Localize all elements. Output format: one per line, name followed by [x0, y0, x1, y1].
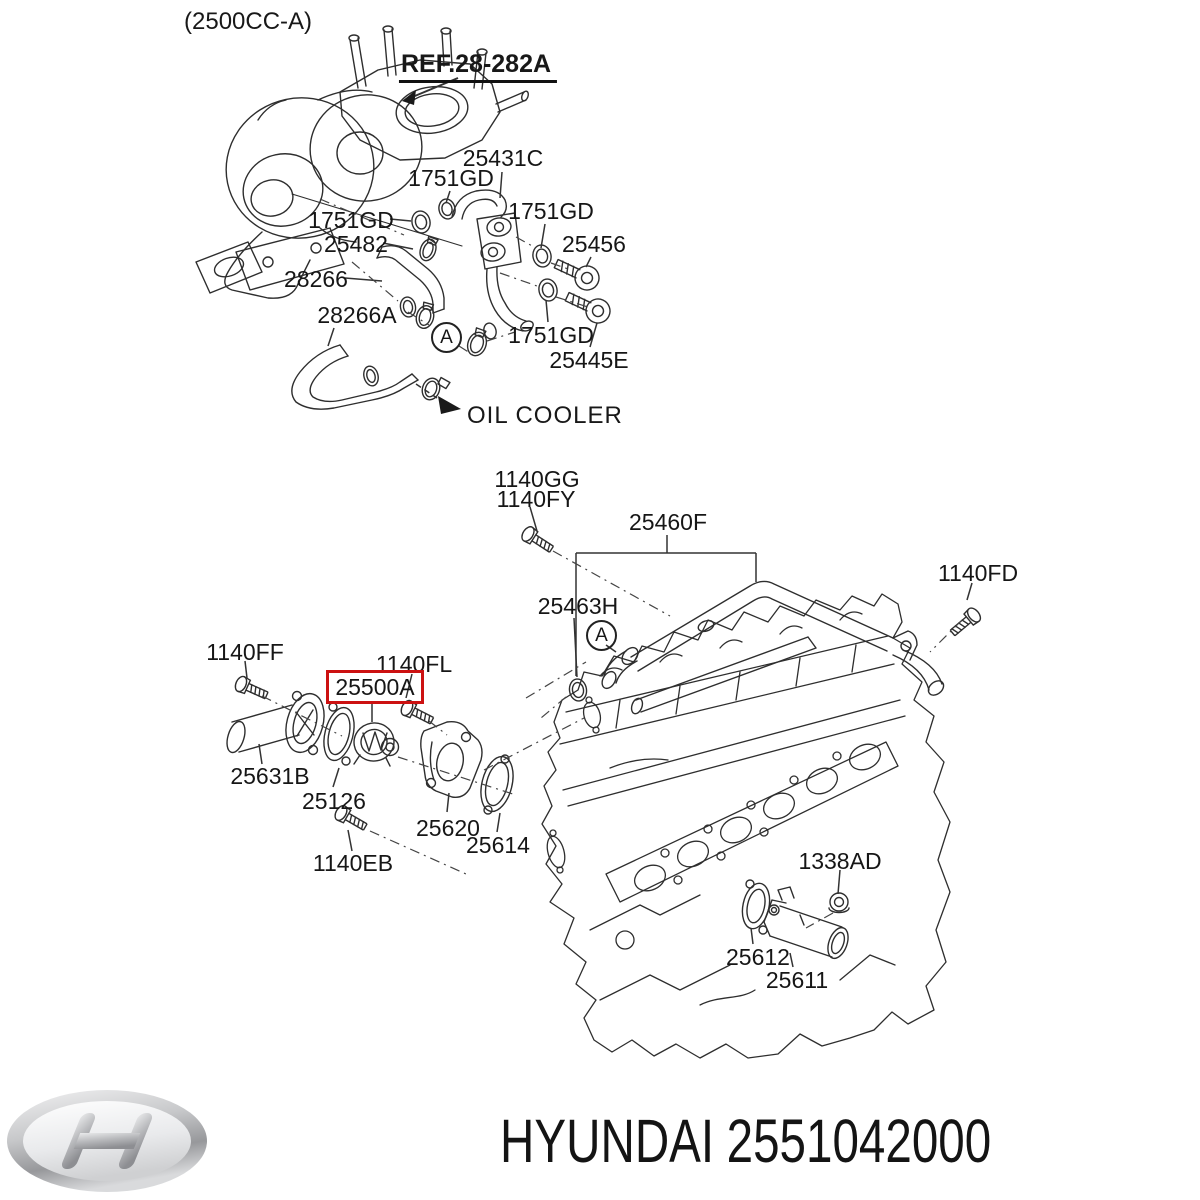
hyundai-logo: [7, 1090, 207, 1192]
detail-marker-a-top: A: [431, 322, 462, 353]
part-number: 2551042000: [726, 1107, 992, 1175]
part-label-25482: 25482: [324, 231, 388, 257]
part-label-25431c: 25431C: [462, 145, 544, 171]
part-label-25126: 25126: [302, 788, 366, 814]
highlighted-part-box: 25500A: [326, 670, 424, 704]
washer-1751gd-drawings: [411, 198, 558, 302]
part-label-25456: 25456: [562, 231, 626, 257]
part-label-28266: 28266: [284, 266, 348, 292]
part-label-1140eb: 1140EB: [312, 850, 394, 876]
bolt-25445e-drawing: [564, 291, 611, 324]
part-label-1140fy: 1140FY: [496, 486, 576, 512]
turbo-assembly-drawing: [195, 25, 529, 299]
part-label-25500a: 25500A: [335, 673, 415, 700]
part-label-25620: 25620: [416, 815, 480, 841]
clamp-drawing-2: [466, 327, 488, 357]
part-label-28266a: 28266A: [317, 302, 397, 328]
footer-caption: HYUNDAI 2551042000: [500, 1106, 991, 1176]
cooling-pipe-drawing: [568, 580, 945, 715]
oil-cooler-label: OIL COOLER: [467, 402, 623, 429]
clamp-drawing: [415, 301, 435, 330]
water-tube-drawing: [741, 879, 850, 960]
part-label-1751gd-b: 1751GD: [508, 198, 594, 224]
bolt-25456-drawing: [553, 258, 600, 291]
part-label-1751gd-c: 1751GD: [508, 322, 594, 348]
part-label-25614: 25614: [466, 832, 530, 858]
detail-marker-a-bottom: A: [586, 620, 617, 651]
engine-variant-label: (2500CC-A): [184, 8, 313, 35]
arrowheads: [402, 90, 461, 414]
part-label-1338ad: 1338AD: [798, 848, 882, 874]
part-label-25612: 25612: [726, 944, 790, 970]
clamp-25482-drawing: [419, 235, 439, 262]
part-label-1140gg: 1140GG: [494, 466, 580, 492]
part-label-25445e: 25445E: [549, 347, 629, 373]
part-label-25460f: 25460F: [628, 509, 708, 535]
engine-drawing: [541, 593, 951, 1059]
nut-1338ad-drawing: [828, 892, 850, 914]
thermostat-group-drawing: [226, 690, 514, 815]
part-label-25611: 25611: [765, 967, 829, 993]
part-label-1751gd-a: 1751GD: [408, 165, 494, 191]
brand-name: HYUNDAI: [500, 1107, 715, 1175]
ref-callout-label: REF.28-282A: [398, 50, 558, 83]
part-label-25631b: 25631B: [230, 763, 310, 789]
turbo-pipes-drawing: [291, 189, 611, 410]
part-label-25463h: 25463H: [537, 593, 619, 619]
clamp-drawing-3: [421, 376, 451, 401]
part-label-1140fd: 1140FD: [937, 560, 1019, 586]
thermostat-25500a-drawing: [353, 722, 400, 767]
part-label-1140ff: 1140FF: [206, 639, 284, 665]
assembly-axis-lines: [261, 198, 963, 929]
part-label-1751gd-d: 1751GD: [308, 207, 394, 233]
